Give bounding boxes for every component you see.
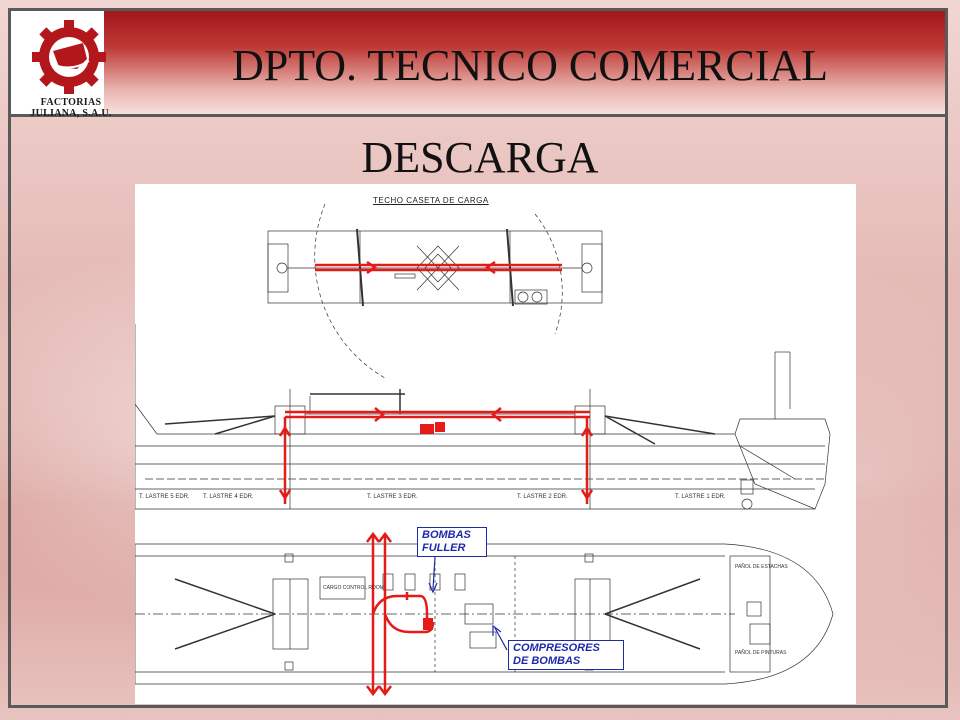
callout-bombas-fuller: BOMBAS FULLER (417, 527, 487, 557)
label-control-room: CARGO CONTROL ROOM (323, 585, 384, 591)
discharge-flow-lines (278, 260, 594, 697)
page-title: DPTO. TECNICO COMERCIAL (231, 41, 829, 90)
gear-ship-logo-icon (32, 20, 106, 94)
company-logo: FACTORIAS JULIANA, S.A.U. (11, 11, 111, 119)
main-deck-plan (135, 543, 834, 685)
logo-text-line2: JULIANA, S.A.U. (30, 108, 112, 119)
pump-unit-marker (420, 424, 434, 434)
callout-compresores-de-bombas: COMPRESORES DE BOMBAS (508, 640, 624, 670)
label-tank-3: T. LASTRE 3 EDR. (367, 494, 418, 500)
callout-bombas-line1: BOMBAS (422, 529, 471, 541)
label-panol-pinturas: PAÑOL DE PINTURAS (735, 650, 787, 656)
callout-comp-line2: DE BOMBAS (513, 655, 581, 667)
page-subtitle: DESCARGA (361, 133, 599, 182)
label-tank-4: T. LASTRE 4 EDR. (203, 494, 254, 500)
label-tank-1: T. LASTRE 1 EDR. (675, 494, 726, 500)
hull-profile (135, 403, 831, 510)
cargo-house-roof (267, 230, 603, 304)
callout-bombas-line2: FULLER (422, 542, 466, 554)
label-panol-estachas: PAÑOL DE ESTACHAS (735, 564, 788, 570)
header-divider (10, 114, 946, 117)
ship-drawing-svg (135, 203, 834, 697)
label-tank-2: T. LASTRE 2 EDR. (517, 494, 568, 500)
section-title-roof: TECHO CASETA DE CARGA (373, 196, 489, 205)
logo-text-line1: FACTORIAS (40, 97, 102, 108)
ship-discharge-diagram: TECHO CASETA DE CARGA T. LASTRE 5 EDR. T… (135, 184, 856, 704)
label-tank-5: T. LASTRE 5 EDR. (139, 494, 190, 500)
callout-comp-line1: COMPRESORES (513, 642, 600, 654)
slide-frame (8, 8, 948, 708)
header-band (104, 11, 946, 115)
